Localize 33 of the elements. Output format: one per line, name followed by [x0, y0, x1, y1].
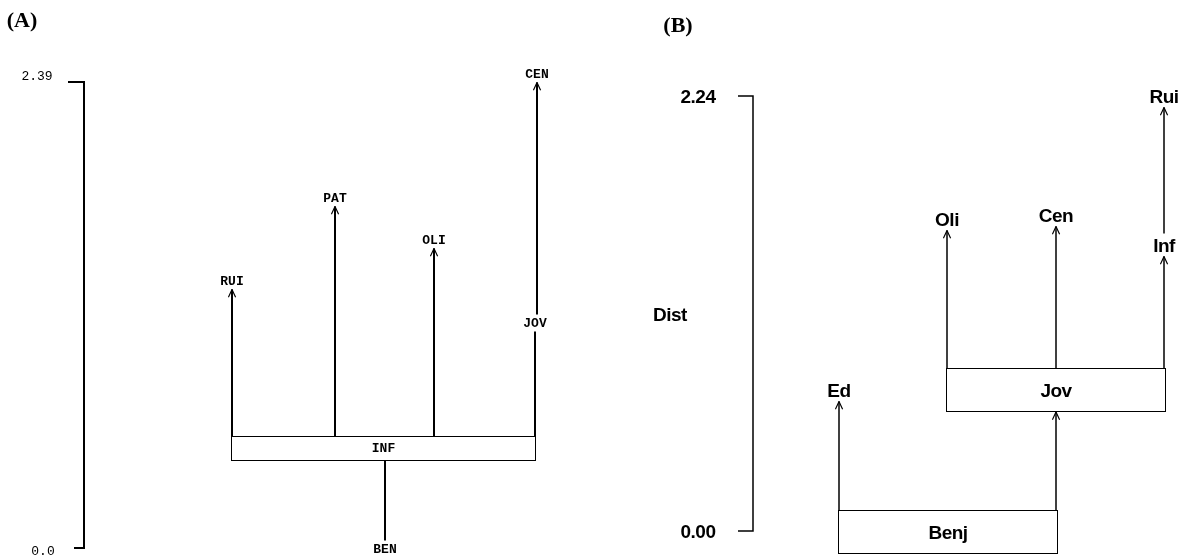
- scale-value: 2.24: [680, 86, 716, 106]
- arrow: [330, 205, 340, 437]
- leaf-label: PAT: [323, 191, 347, 205]
- scale-value: 0.00: [680, 521, 716, 541]
- connector-line: [534, 330, 536, 437]
- connector-line: [384, 460, 386, 542]
- panel-label: (B): [663, 14, 693, 36]
- scale-value: 2.39: [21, 69, 53, 83]
- arrow: [1051, 225, 1061, 369]
- arrow: [942, 229, 952, 369]
- leaf-label: Cen: [1038, 205, 1074, 225]
- axis-label: Dist: [653, 304, 687, 324]
- leaf-label: Rui: [1149, 86, 1179, 106]
- leaf-label: CEN: [525, 67, 549, 81]
- arrow: [227, 288, 237, 437]
- leaf-label: JOV: [523, 316, 547, 330]
- cluster-box: INF: [231, 436, 536, 461]
- leaf-label: Ed: [827, 380, 851, 400]
- cluster-box: Jov: [946, 368, 1166, 412]
- leaf-label: BEN: [373, 542, 397, 556]
- arrow: [834, 400, 844, 511]
- arrow: [1159, 255, 1169, 369]
- scale-value: 0.0: [31, 544, 55, 558]
- arrow: [429, 247, 439, 437]
- leaf-label: Oli: [935, 209, 959, 229]
- arrow: [532, 81, 542, 316]
- cluster-box: Benj: [838, 510, 1058, 554]
- arrow: [1159, 106, 1169, 235]
- arrow: [1051, 411, 1061, 511]
- leaf-label: RUI: [220, 274, 244, 288]
- panel-label: (A): [6, 9, 38, 31]
- leaf-label: Inf: [1153, 235, 1175, 255]
- leaf-label: OLI: [422, 233, 446, 247]
